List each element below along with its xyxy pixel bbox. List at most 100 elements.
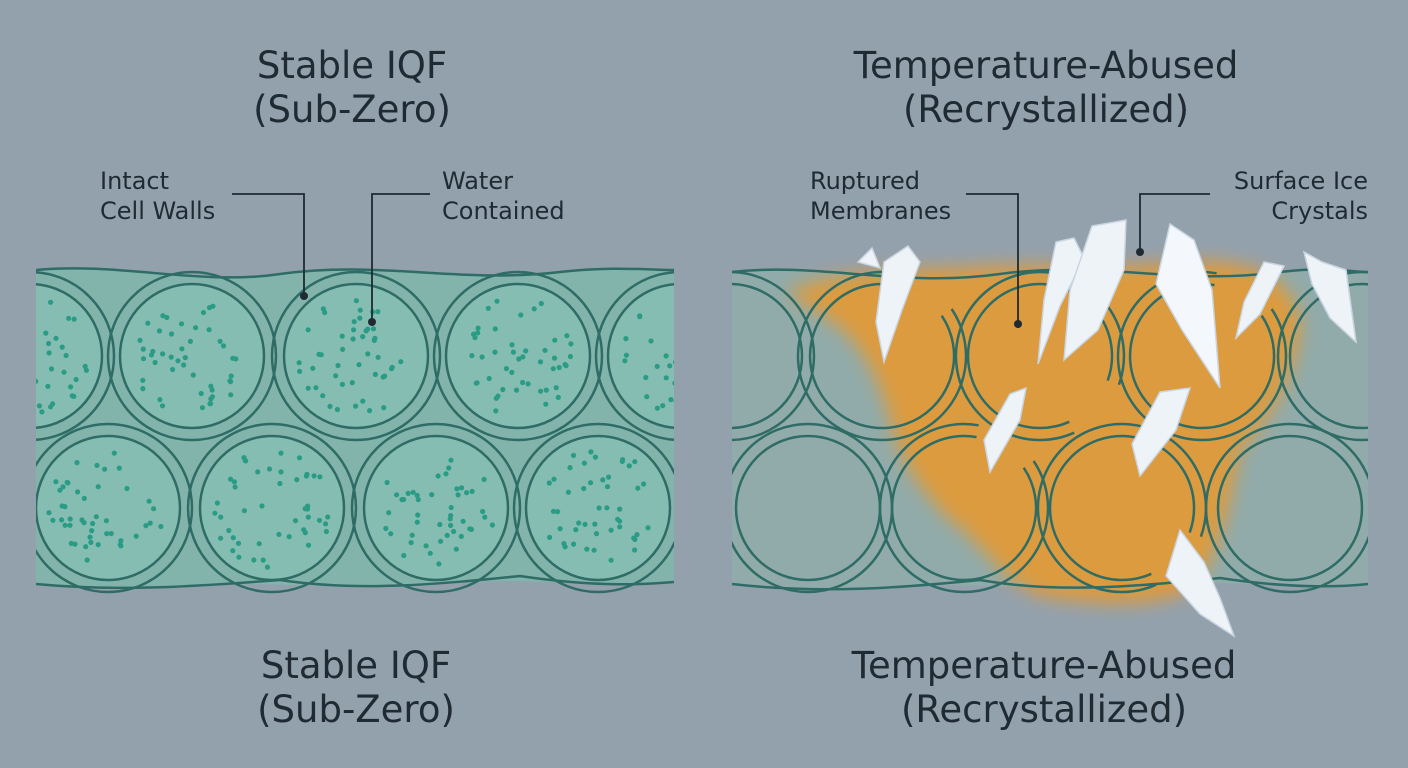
leader-dot [1136, 248, 1144, 256]
water-dot [459, 485, 465, 491]
water-dot [687, 413, 692, 418]
water-dot [485, 305, 491, 311]
intact-cell [186, 422, 358, 594]
leader-dot [300, 292, 308, 300]
stable-tissue-panel [0, 267, 724, 594]
callout-intact-line2: Cell Walls [100, 197, 216, 225]
water-dot [39, 409, 45, 415]
water-dot [551, 355, 558, 361]
water-dot [690, 322, 695, 327]
water-dot [641, 481, 647, 487]
water-dot [565, 489, 572, 495]
water-dot [74, 460, 80, 466]
ruptured-cells-group [732, 270, 1368, 594]
water-dot [458, 533, 464, 540]
stable-tissue-bottom-edge [36, 574, 674, 590]
water-dot [228, 392, 234, 398]
water-dot [296, 360, 302, 366]
water-dot [118, 538, 124, 544]
water-dot [102, 466, 108, 472]
water-dot [158, 523, 164, 530]
water-dot [493, 408, 499, 414]
water-dot [716, 314, 721, 319]
ruptured-cell [1204, 422, 1368, 594]
water-dot [454, 486, 460, 492]
water-dot [444, 532, 450, 539]
water-dot [492, 326, 498, 332]
abused-title-top-line1: Temperature-Abused [853, 44, 1239, 87]
water-dot [84, 557, 90, 563]
water-dot [443, 471, 449, 477]
water-dot [339, 381, 345, 387]
stable-title-top-line1: Stable IQF [256, 44, 448, 87]
water-dot [323, 528, 329, 535]
water-dot [576, 520, 582, 526]
water-dot [296, 455, 303, 461]
water-dot [555, 509, 561, 515]
water-dot [260, 557, 266, 563]
water-dot [230, 548, 236, 554]
water-dot [688, 396, 693, 401]
water-dot [353, 298, 359, 304]
water-dot [696, 316, 701, 321]
water-dot [242, 457, 248, 464]
water-dot [317, 474, 323, 480]
water-dot [689, 390, 694, 395]
water-dot [608, 557, 614, 563]
stable-title-bottom-line1: Stable IQF [260, 644, 452, 687]
water-dot [83, 367, 89, 373]
water-dot [53, 479, 59, 485]
water-dot [64, 479, 70, 485]
water-dot [384, 479, 390, 486]
water-dot [719, 339, 724, 344]
water-dot [475, 325, 481, 331]
water-dot [21, 337, 26, 342]
water-dot [207, 401, 214, 407]
water-dot [81, 495, 87, 501]
water-dot [95, 542, 101, 548]
water-dot [46, 510, 52, 516]
water-dot [145, 320, 151, 326]
water-dot [591, 547, 597, 553]
water-dot [350, 336, 356, 342]
water-dot [475, 330, 481, 336]
water-dot [681, 413, 686, 418]
water-dot [182, 355, 188, 361]
water-dot [386, 510, 392, 516]
water-dot [0, 385, 4, 390]
water-dot [294, 477, 300, 483]
intact-cell [512, 422, 674, 594]
water-dot [50, 401, 56, 407]
water-dot [643, 374, 649, 381]
water-dot [538, 300, 544, 307]
water-dot [494, 298, 500, 304]
abused-title-bottom: Temperature-Abused (Recrystallized) [764, 644, 1324, 732]
water-dot [448, 522, 454, 529]
water-dot [448, 504, 454, 511]
water-dot [140, 346, 146, 352]
water-dot [388, 531, 394, 537]
water-dot [236, 554, 242, 560]
water-dot [57, 487, 63, 493]
water-dot [103, 518, 109, 524]
ice-crystal [983, 386, 1027, 475]
water-dot [0, 319, 1, 324]
water-dot [680, 326, 685, 331]
water-dot [520, 354, 526, 360]
intact-cell [594, 270, 724, 442]
ice-crystal [1165, 528, 1236, 638]
callout-ice-line2: Crystals [1271, 197, 1368, 225]
water-dot [357, 307, 363, 313]
water-dot [552, 337, 558, 343]
leaked-fluid-blob [790, 261, 1300, 604]
water-dot [75, 489, 81, 495]
water-dot [606, 474, 612, 480]
leader-intact-cell-walls [232, 193, 305, 294]
water-dot [632, 547, 638, 553]
water-dot [509, 369, 515, 375]
water-dot [564, 333, 570, 339]
water-dot [493, 395, 499, 401]
water-dot [375, 309, 381, 315]
water-dot [0, 354, 1, 359]
